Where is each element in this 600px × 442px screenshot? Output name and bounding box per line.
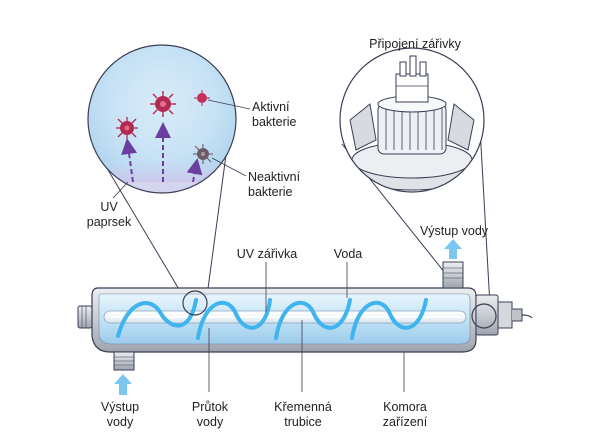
left-end-cap bbox=[77, 305, 93, 329]
left-magnifier-target bbox=[182, 290, 208, 316]
bacteria-inactive-icon bbox=[193, 144, 213, 164]
bacteria-active-icon bbox=[116, 117, 138, 139]
sterilizer-body bbox=[77, 261, 533, 371]
label-uv-lamp: UV zářivka bbox=[236, 247, 298, 261]
label-water-outlet-top: Výstup vody bbox=[419, 224, 489, 238]
bacteria-magnifier bbox=[87, 44, 251, 199]
water-flow-arrow-icon bbox=[444, 239, 462, 259]
label-water: Voda bbox=[333, 247, 363, 261]
lamp-connector bbox=[475, 294, 499, 336]
water-flow-arrow-icon bbox=[114, 374, 132, 395]
bacteria-active-icon bbox=[150, 91, 176, 117]
lamp-connection-magnifier bbox=[339, 47, 485, 193]
right-magnifier-target bbox=[471, 303, 497, 329]
label-leaders bbox=[208, 262, 405, 392]
water-flow-spiral bbox=[116, 298, 428, 340]
label-lamp-connection: Připojení zářivky bbox=[369, 37, 461, 51]
lamp-connector-icon bbox=[345, 55, 479, 191]
bacteria-active-icon bbox=[194, 90, 210, 106]
outlet-port bbox=[442, 261, 464, 289]
power-cable bbox=[521, 314, 533, 319]
